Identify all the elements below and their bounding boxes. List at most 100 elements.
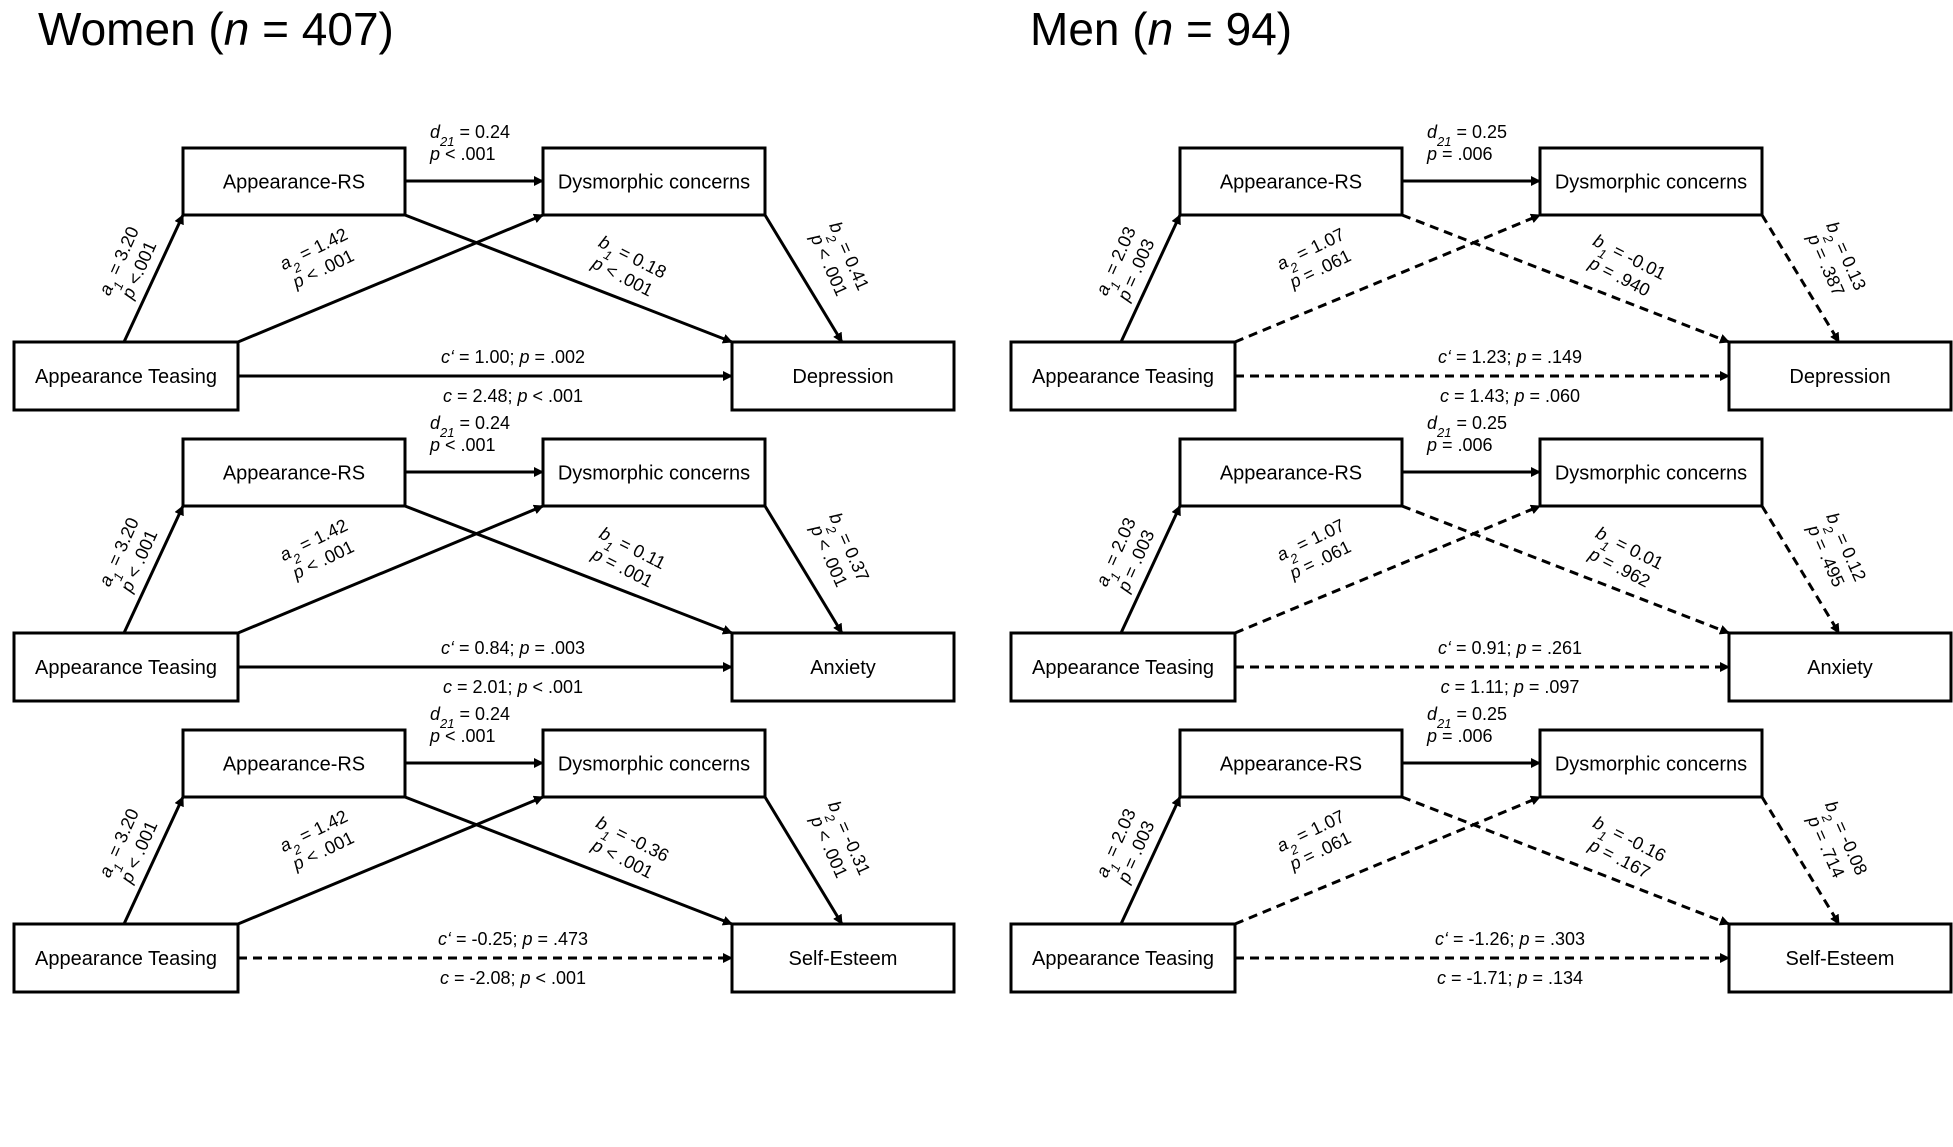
predictor-box xyxy=(1009,631,1237,703)
path-c-prime-label: c‘ = 1.00; p = .002 xyxy=(441,347,585,367)
path-b1-label: b1 = -0.36p < .001 xyxy=(583,812,672,885)
mediator-1-box xyxy=(1178,146,1404,217)
mediator-1-box xyxy=(181,146,407,217)
outcome-box xyxy=(730,340,956,412)
svg-text:b1 = -0.36p < .001: b1 = -0.36p < .001 xyxy=(583,812,672,885)
mediator-1-box xyxy=(181,728,407,799)
mediation-model-men-1: Appearance Teasing Appearance-RS Dysmorphi… xyxy=(1009,122,1953,412)
mediator-2-box xyxy=(1538,437,1764,508)
svg-text:b2 = 0.37p < .001: b2 = 0.37p < .001 xyxy=(805,510,873,594)
path-c-prime-label: c‘ = -0.25; p = .473 xyxy=(438,929,588,949)
mediator-1-box xyxy=(1178,437,1404,508)
path-a1-arrow xyxy=(1119,796,1182,925)
path-b2-arrow xyxy=(763,505,844,634)
path-a2-arrow xyxy=(1234,795,1541,926)
path-b1-arrow xyxy=(1401,504,1730,635)
path-c-label: c = -1.71; p = .134 xyxy=(1437,968,1583,988)
path-a2-arrow xyxy=(237,213,544,344)
path-b2-label: b2 = 0.12p = .495 xyxy=(1803,510,1870,590)
path-c-label: c = 1.11; p = .097 xyxy=(1441,677,1580,697)
path-b2-arrow xyxy=(1760,796,1841,925)
mediator-2-label: Dysmorphic concerns xyxy=(558,172,750,194)
path-c-label: c = 1.43; p = .060 xyxy=(1440,386,1580,406)
mediator-2-label: Dysmorphic concerns xyxy=(1555,172,1747,194)
title-suffix: = 407) xyxy=(249,3,394,55)
mediator-2-label: Dysmorphic concerns xyxy=(1555,463,1747,485)
outcome-label: Depression xyxy=(792,366,893,388)
path-b1-arrow xyxy=(404,795,733,926)
path-b2-label: b2 = 0.41p < .001 xyxy=(805,219,873,303)
mediator-1-label: Appearance-RS xyxy=(1220,463,1362,485)
svg-text:a2 = 1.42p < .001: a2 = 1.42p < .001 xyxy=(277,224,361,294)
mediator-2-box xyxy=(1538,146,1764,217)
mediator-1-label: Appearance-RS xyxy=(1220,172,1362,194)
path-a2-label: a2 = 1.42p < .001 xyxy=(277,806,361,876)
title-n-symbol: n xyxy=(1147,3,1174,55)
svg-text:b2 = 0.41p < .001: b2 = 0.41p < .001 xyxy=(805,219,873,303)
path-b2-arrow xyxy=(1760,505,1841,634)
svg-text:a1 = 3.20p <.001: a1 = 3.20p <.001 xyxy=(95,224,163,308)
svg-text:b1 = -0.01p = .940: b1 = -0.01p = .940 xyxy=(1580,230,1669,303)
outcome-box xyxy=(1727,922,1953,994)
path-c-label: c = -2.08; p < .001 xyxy=(440,968,586,988)
path-c-label: c = 2.48; p < .001 xyxy=(443,386,583,406)
mediator-1-label: Appearance-RS xyxy=(223,754,365,776)
outcome-box xyxy=(730,922,956,994)
outcome-box xyxy=(1727,631,1953,703)
path-b1-label: b1 = -0.16p = .167 xyxy=(1585,812,1669,882)
svg-text:b2 = -0.31p < .001: b2 = -0.31p < .001 xyxy=(804,798,874,887)
mediator-2-label: Dysmorphic concerns xyxy=(558,754,750,776)
predictor-label: Appearance Teasing xyxy=(1032,366,1214,388)
path-c-label: c = 2.01; p < .001 xyxy=(443,677,583,697)
panel-title-men: Men (n = 94) xyxy=(1030,2,1292,56)
path-a2-arrow xyxy=(237,504,544,635)
path-a1-arrow xyxy=(122,796,185,925)
path-c-prime-label: c‘ = -1.26; p = .303 xyxy=(1435,929,1585,949)
title-n-symbol: n xyxy=(223,3,250,55)
path-a1-label: a1 = 2.03p = .003 xyxy=(1092,515,1160,599)
path-b2-label: b2 = 0.37p < .001 xyxy=(805,510,873,594)
title-prefix: Women ( xyxy=(38,3,224,55)
path-b1-label: b1 = 0.01p = .962 xyxy=(1585,523,1667,592)
svg-text:a2 = 1.42p < .001: a2 = 1.42p < .001 xyxy=(277,515,361,585)
mediator-2-box xyxy=(541,146,767,217)
predictor-label: Appearance Teasing xyxy=(35,366,217,388)
path-c-prime-label: c‘ = 1.23; p = .149 xyxy=(1438,347,1582,367)
path-b2-arrow xyxy=(763,796,844,925)
svg-text:a1 = 2.03p = .003: a1 = 2.03p = .003 xyxy=(1092,806,1160,890)
path-c-prime-label: c‘ = 0.84; p = .003 xyxy=(441,638,585,658)
mediator-2-label: Dysmorphic concerns xyxy=(558,463,750,485)
outcome-box xyxy=(730,631,956,703)
outcome-label: Depression xyxy=(1789,366,1890,388)
path-b2-arrow xyxy=(763,214,844,343)
svg-text:a2 = 1.42p < .001: a2 = 1.42p < .001 xyxy=(277,806,361,876)
outcome-label: Anxiety xyxy=(810,657,876,679)
svg-text:a2 = 1.07p = .061: a2 = 1.07p = .061 xyxy=(1274,515,1358,585)
path-a2-label: a2 = 1.42p < .001 xyxy=(277,515,361,585)
path-b1-arrow xyxy=(1401,795,1730,926)
svg-text:a1 = 3.20p < .001: a1 = 3.20p < .001 xyxy=(95,515,163,599)
predictor-box xyxy=(1009,340,1237,412)
predictor-box xyxy=(12,631,240,703)
predictor-label: Appearance Teasing xyxy=(35,657,217,679)
path-a2-arrow xyxy=(1234,213,1541,344)
mediator-2-box xyxy=(1538,728,1764,799)
mediator-2-box xyxy=(541,437,767,508)
svg-text:a1 = 3.20p < .001: a1 = 3.20p < .001 xyxy=(95,806,163,890)
path-a2-arrow xyxy=(237,795,544,926)
path-c-prime-label: c‘ = 0.91; p = .261 xyxy=(1438,638,1582,658)
svg-text:a1 = 2.03p = .003: a1 = 2.03p = .003 xyxy=(1092,515,1160,599)
svg-text:b2 = -0.08p = .714: b2 = -0.08p = .714 xyxy=(1801,798,1871,887)
path-a2-label: a2 = 1.07p = .061 xyxy=(1274,806,1355,875)
path-a1-label: a1 = 2.03p = .003 xyxy=(1092,224,1159,305)
svg-text:b2 = 0.13p = .387: b2 = 0.13p = .387 xyxy=(1802,219,1870,303)
path-a1-arrow xyxy=(1119,505,1182,634)
